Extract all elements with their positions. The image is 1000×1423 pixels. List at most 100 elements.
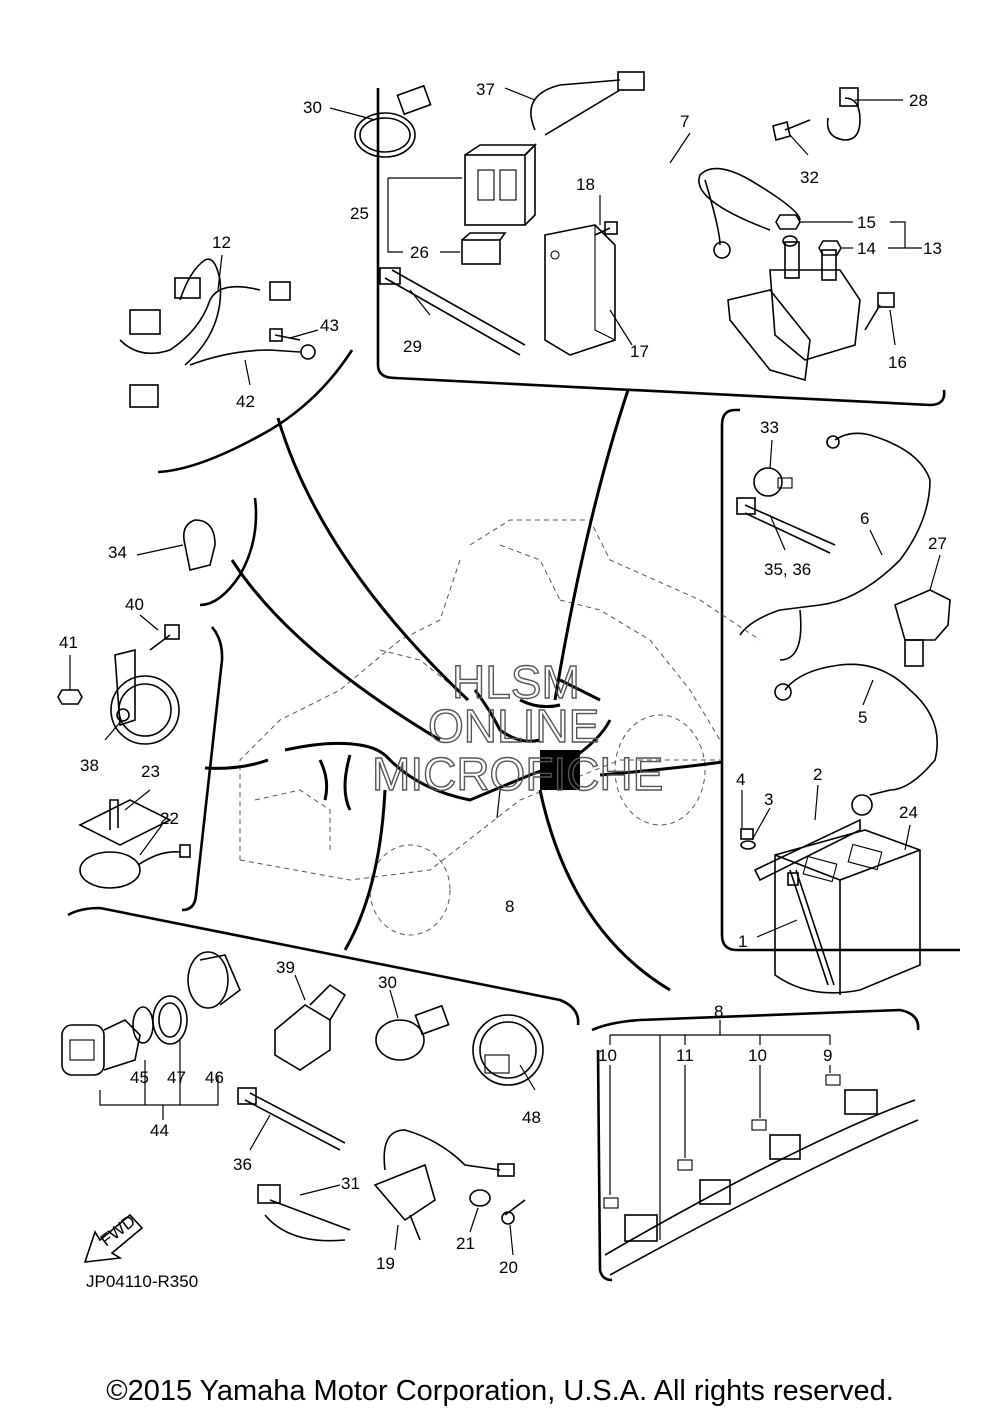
callout-12: 12 [212, 233, 231, 252]
callout-15: 15 [857, 213, 876, 232]
callout-44: 44 [150, 1121, 169, 1140]
copyright-notice: ©2015 Yamaha Motor Corporation, U.S.A. A… [106, 1375, 894, 1407]
part-37-cable-tie [530, 71, 645, 136]
fwd-arrow-icon: FWD [83, 1211, 144, 1263]
part-30-band-lower [375, 1004, 450, 1061]
callout-17: 17 [630, 342, 649, 361]
part-38-horn [110, 648, 180, 745]
callout-43: 43 [320, 316, 339, 335]
part-28-clamp [826, 87, 861, 141]
watermark: HLSM ONLINE MICROFICHE [371, 655, 664, 800]
part-29-cable-tie [379, 267, 526, 356]
part-22-sensor [79, 844, 191, 889]
part-17-control-unit [544, 224, 616, 356]
part-33-grommet [753, 467, 793, 497]
callout-29: 29 [403, 337, 422, 356]
callout-10-right: 10 [748, 1046, 767, 1065]
callout-16: 16 [888, 353, 907, 372]
callout-41: 41 [59, 633, 78, 652]
part-20-bolt [501, 1199, 526, 1225]
part-41-nut [57, 689, 83, 705]
callout-22: 22 [160, 809, 179, 828]
part-18-screw [594, 221, 618, 236]
part-43-screw [269, 328, 301, 342]
callout-28: 28 [909, 91, 928, 110]
callout-39: 39 [276, 958, 295, 977]
part-34-clamp [182, 519, 216, 571]
watermark-line-3: MICROFICHE [372, 748, 663, 800]
callout-35-36: 35, 36 [764, 560, 811, 579]
callout-37: 37 [476, 80, 495, 99]
part-40-bolt [149, 624, 180, 651]
part-27-cover [894, 589, 951, 667]
callout-13: 13 [923, 239, 942, 258]
part-31-cable-tie [257, 1184, 351, 1242]
callout-27: 27 [928, 534, 947, 553]
section-frames [67, 88, 960, 1282]
callout-42: 42 [236, 392, 255, 411]
part-3-washer [740, 840, 756, 850]
callout-23: 23 [141, 762, 160, 781]
part-24-battery [774, 829, 921, 995]
part-32-bolt [772, 119, 811, 142]
part-14-nut [818, 240, 842, 256]
part-6-battery-lead [739, 432, 931, 661]
callout-5: 5 [858, 708, 867, 727]
callout-46: 46 [205, 1068, 224, 1087]
callout-47: 47 [167, 1068, 186, 1087]
leader-lines [69, 87, 941, 1256]
callout-6: 6 [860, 509, 869, 528]
part-23-sensor-bracket [78, 799, 172, 846]
callout-36: 36 [233, 1155, 252, 1174]
part-2-battery-band [753, 818, 861, 882]
callout-24: 24 [899, 803, 918, 822]
watermark-line-2: ONLINE [428, 700, 599, 752]
callout-40: 40 [125, 595, 144, 614]
part-39-switch [274, 983, 347, 1071]
harness-detail [603, 1074, 919, 1276]
callout-9: 9 [823, 1046, 832, 1065]
callout-18: 18 [576, 175, 595, 194]
section-pointers [204, 389, 723, 992]
part-4-nut [740, 828, 754, 840]
callout-33: 33 [760, 418, 779, 437]
part-5-battery-lead [774, 663, 938, 816]
callout-21: 21 [456, 1234, 475, 1253]
callout-8-detail: 8 [714, 1002, 723, 1021]
callout-45: 45 [130, 1068, 149, 1087]
callout-3: 3 [764, 790, 773, 809]
part-21-washer [469, 1189, 491, 1207]
part-36-cable-tie [237, 1087, 346, 1151]
callout-30-top: 30 [303, 98, 322, 117]
callout-38: 38 [80, 756, 99, 775]
part-19-sensor [373, 1129, 515, 1241]
callout-34: 34 [108, 543, 127, 562]
callout-2: 2 [813, 765, 822, 784]
callout-30-bottom: 30 [378, 973, 397, 992]
part-25-relay [464, 143, 537, 226]
callout-labels: 30 37 7 28 32 18 25 2 6 15 14 13 12 43 29… [59, 80, 947, 1291]
diagram-code: JP04110-R350 [86, 1272, 198, 1291]
part-42-lead [189, 344, 316, 366]
callout-11: 11 [676, 1046, 694, 1065]
part-26-relay-cover [461, 232, 507, 265]
part-48-meter [472, 1014, 544, 1086]
part-35-36-cable-tie [736, 497, 836, 554]
callout-31: 31 [341, 1174, 360, 1193]
callout-7: 7 [680, 112, 689, 131]
callout-14: 14 [857, 239, 876, 258]
callout-8-main: 8 [505, 897, 514, 916]
main-wire-harness [284, 678, 612, 811]
part-45-ring [132, 1006, 154, 1044]
part-1-battery-rod [787, 869, 835, 986]
part-13-starter-relay [727, 241, 861, 382]
callout-32: 32 [800, 168, 819, 187]
callout-25: 25 [350, 204, 369, 223]
part-16-bolt [864, 292, 895, 331]
part-44-main-switch [61, 1019, 141, 1076]
callout-10-left: 10 [598, 1046, 617, 1065]
watermark-line-1: HLSM [452, 656, 580, 708]
part-47-nut [152, 995, 188, 1045]
part-12-sub-harness [119, 258, 291, 408]
callout-4: 4 [736, 770, 745, 789]
